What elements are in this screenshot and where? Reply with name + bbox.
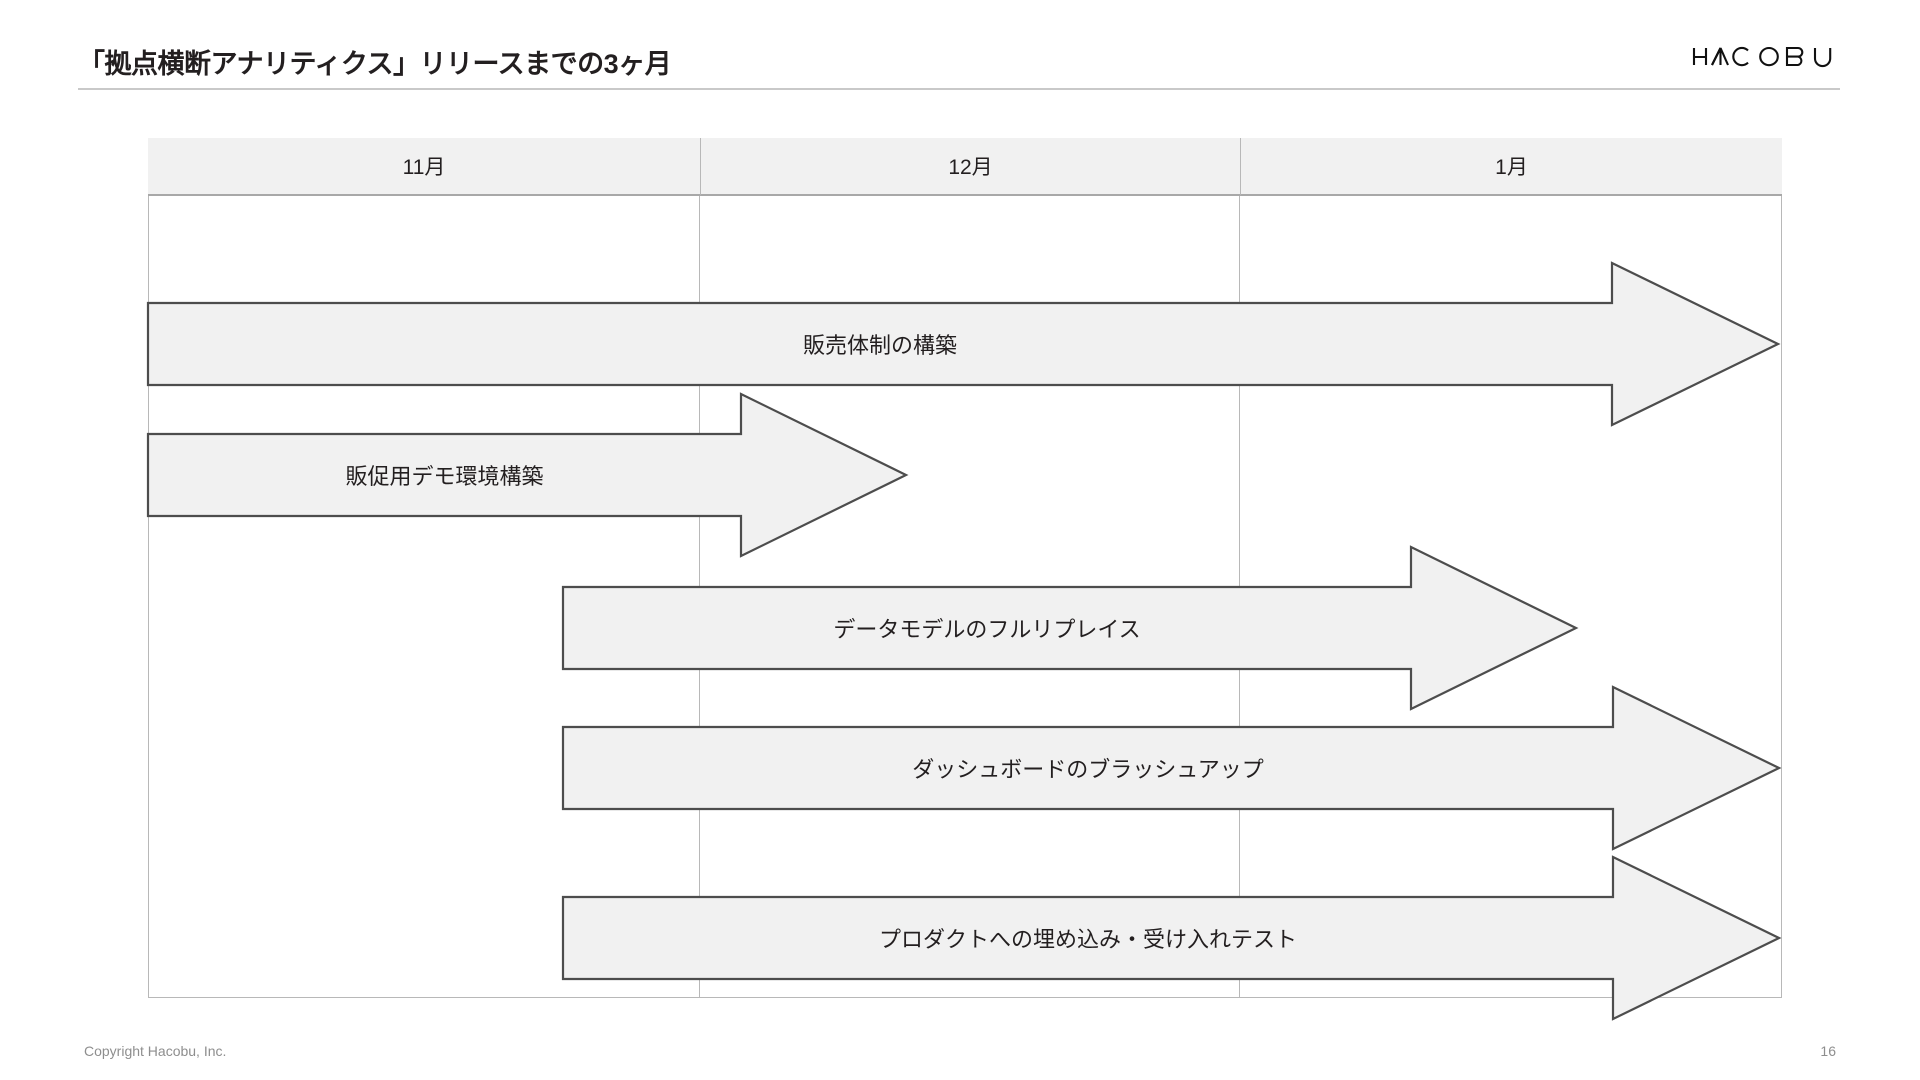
task-arrow-4[interactable]: ダッシュボードのブラッシュアップ (561, 685, 1782, 851)
page-title: 「拠点横断アナリティクス」リリースまでの3ヶ月 (78, 49, 672, 79)
hacobu-logo (1692, 44, 1842, 70)
footer-copyright: Copyright Hacobu, Inc. (84, 1043, 227, 1059)
month-divider-2 (1239, 138, 1240, 998)
month-divider-1 (699, 138, 700, 998)
task-arrow-5[interactable]: プロダクトへの埋め込み・受け入れテスト (561, 855, 1782, 1021)
month-header-label: 1月 (1495, 156, 1528, 179)
month-header-12: 12月 (700, 138, 1240, 196)
month-header-01: 1月 (1240, 138, 1782, 196)
month-header-11: 11月 (148, 138, 700, 196)
gantt-chart: 11月 12月 1月 販売体制の構築 販促用デモ環境構築 データモデルのフルリプ… (146, 138, 1782, 1021)
month-header-label: 11月 (402, 156, 446, 179)
task-arrow-2[interactable]: 販促用デモ環境構築 (146, 392, 909, 558)
month-header-label: 12月 (948, 156, 993, 179)
title-divider (78, 88, 1840, 90)
footer-page-number: 16 (1820, 1043, 1836, 1059)
